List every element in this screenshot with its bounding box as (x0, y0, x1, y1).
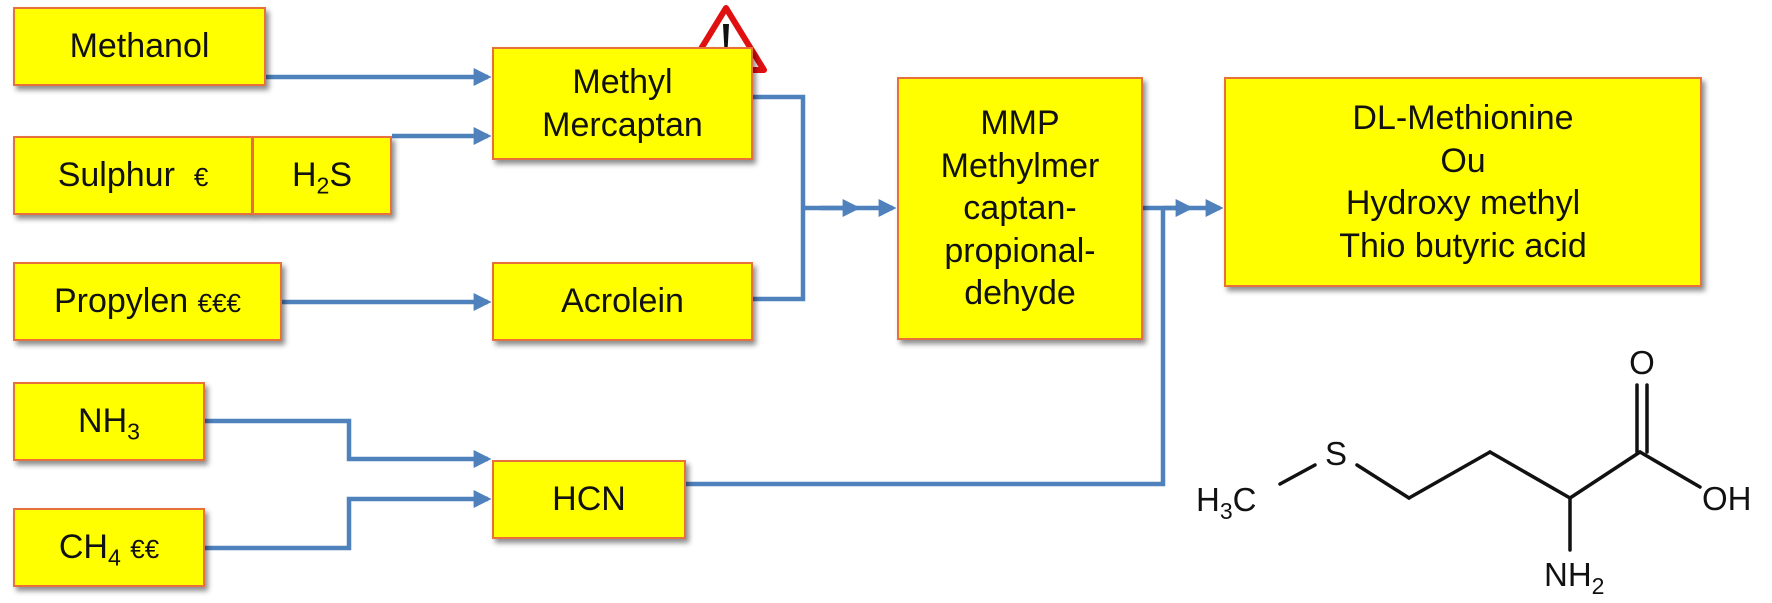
mmp-line3: captan- (963, 189, 1077, 228)
product-line4: Thio butyric acid (1339, 226, 1587, 265)
methyl-mercaptan-line1: Methyl (572, 63, 673, 101)
sulphur-label: Sulphur € (57, 156, 209, 195)
acrolein-label: Acrolein (561, 282, 684, 321)
methyl-group-label: H3C (1196, 481, 1256, 524)
hcn-label: HCN (552, 480, 626, 519)
connector-hcn-to-product (686, 208, 1166, 487)
mmp-line1: MMP (980, 104, 1060, 143)
hcn-box: HCN (492, 460, 686, 539)
oxygen-label: O (1629, 344, 1655, 381)
product-box: DL-Methionine Ou Hydroxy methyl Thio but… (1224, 77, 1702, 287)
h2s-box: H2S (252, 136, 392, 215)
sulphur-cost: € (193, 162, 209, 193)
h2s-label: H2S (291, 156, 353, 199)
methionine-structure: O OH S H3C NH2 (1196, 344, 1752, 599)
propylen-cost: €€€ (197, 288, 242, 319)
sulfur-label: S (1325, 435, 1347, 472)
sulphur-box: Sulphur € (13, 136, 253, 215)
propylen-label: Propylen €€€ (53, 282, 242, 321)
methyl-mercaptan-line2: Mercaptan (542, 105, 703, 144)
amino-group-label: NH2 (1544, 556, 1604, 599)
product-line3: Hydroxy methyl (1345, 184, 1581, 222)
arrow-nh3-to-hcn (205, 418, 492, 468)
connector-methyl-mercaptan-to-mmp (753, 94, 806, 208)
methyl-mercaptan-box: Methyl Mercaptan (492, 47, 753, 160)
methanol-box: Methanol (13, 7, 266, 86)
propylen-box: Propylen €€€ (13, 262, 282, 341)
ch4-label: CH4 €€ (58, 528, 160, 571)
ch4-box: CH4 €€ (13, 508, 205, 587)
acrolein-box: Acrolein (492, 262, 753, 341)
mmp-box: MMP Methylmer captan- propional- dehyde (897, 77, 1143, 340)
methanol-label: Methanol (69, 27, 210, 66)
arrow-ch4-to-hcn (205, 490, 492, 551)
product-line2: Ou (1440, 141, 1486, 180)
nh3-box: NH3 (13, 382, 205, 461)
ch4-cost: €€ (130, 534, 160, 565)
mmp-line4: propional- (944, 231, 1096, 270)
mmp-line2: Methylmer (940, 146, 1100, 185)
product-line1: DL-Methionine (1352, 99, 1574, 137)
connector-acrolein-to-mmp (753, 208, 806, 302)
hydroxyl-label: OH (1702, 480, 1752, 517)
mmp-line5: dehyde (964, 274, 1076, 313)
nh3-label: NH3 (78, 402, 140, 445)
